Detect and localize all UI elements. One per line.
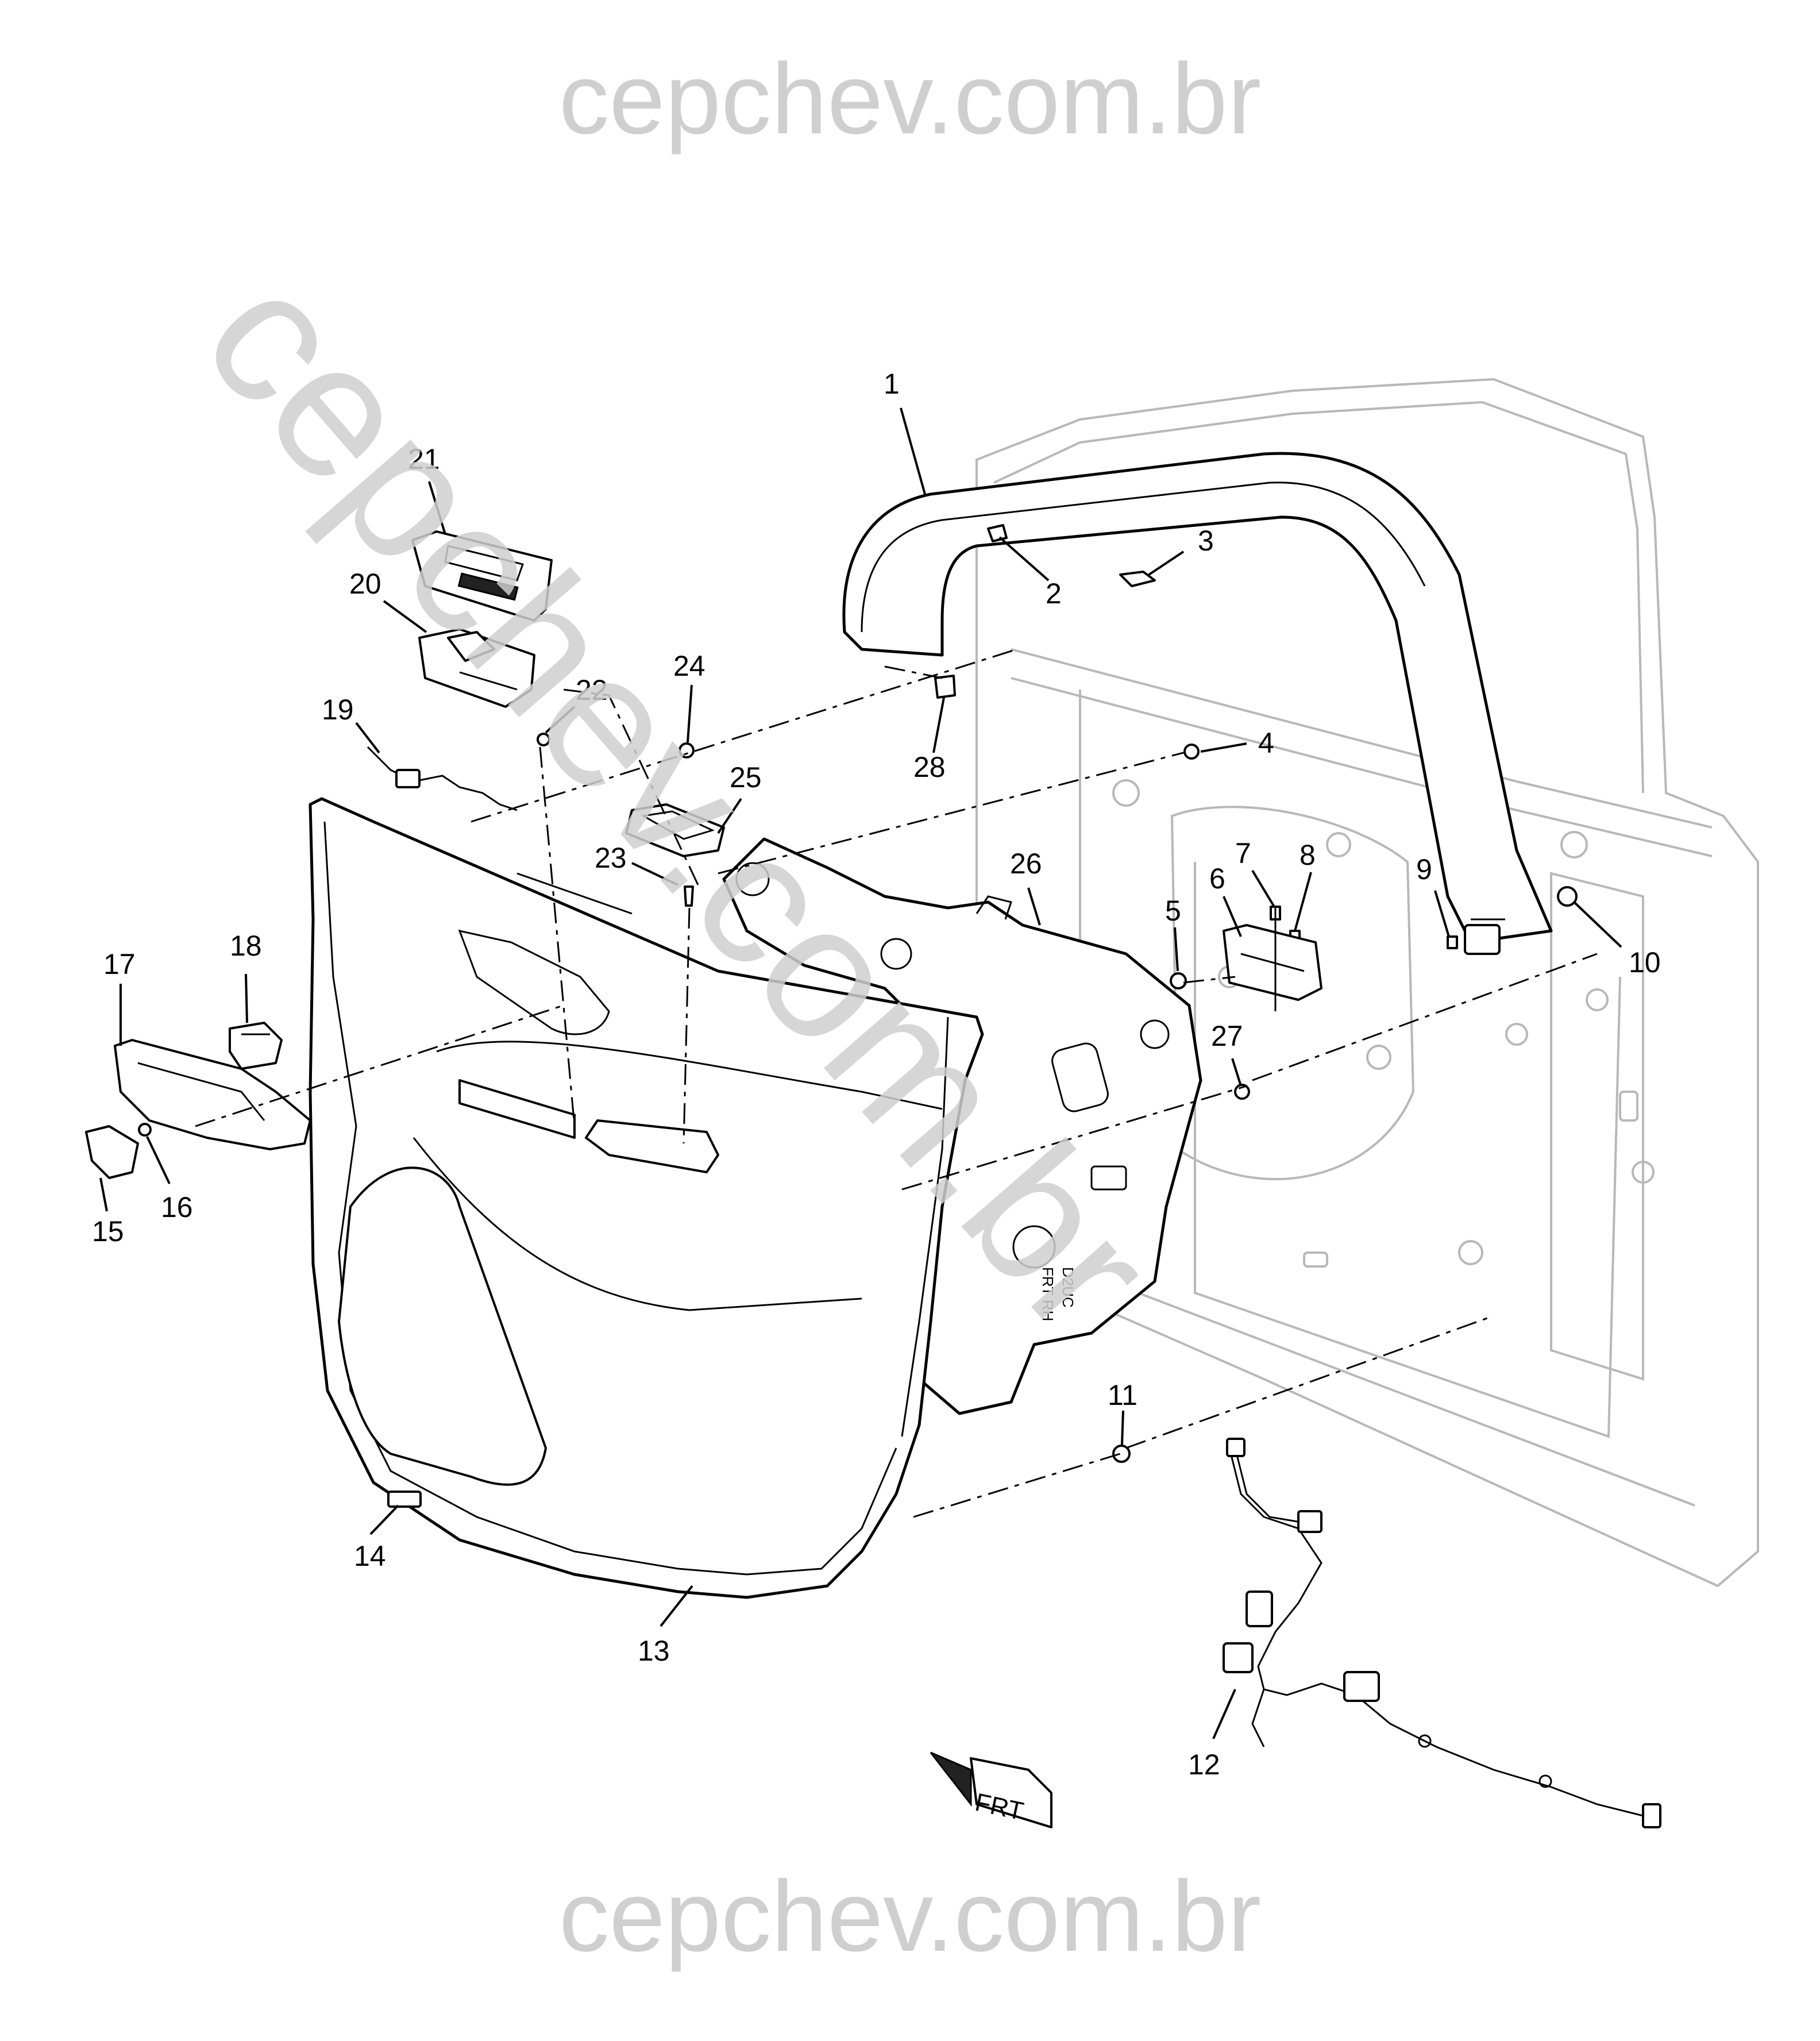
callout-28: 28 (913, 751, 946, 783)
clip-27 (1234, 1084, 1250, 1100)
callout-7: 7 (1235, 837, 1251, 869)
door-trim-panel-13 (309, 797, 984, 1599)
callout-19: 19 (322, 694, 354, 726)
front-direction-arrow: FRT (930, 1751, 1052, 1828)
inside-handle-bezel-17 (114, 1039, 311, 1150)
leader-lines (99, 407, 1622, 1739)
callout-8: 8 (1300, 839, 1316, 871)
callout-15: 15 (92, 1215, 124, 1247)
clip-2 (987, 524, 1008, 542)
callout-10: 10 (1629, 946, 1661, 979)
callout-16: 16 (161, 1191, 193, 1223)
bracket-3 (1119, 571, 1156, 587)
callout-5: 5 (1165, 895, 1181, 927)
callout-6: 6 (1209, 862, 1225, 895)
callout-24: 24 (673, 650, 705, 682)
clip-4 (1183, 744, 1200, 760)
water-deflector-26: FRT RH D2UC (722, 837, 1202, 1415)
callout-3: 3 (1198, 525, 1214, 557)
watermark-bottom: cepchev.com.br (559, 1861, 1261, 1973)
door-marking-line2: D2UC (1059, 1267, 1077, 1308)
pull-cup-25 (625, 803, 725, 857)
wiring-harness-12 (1223, 1438, 1661, 1828)
watermark-top: cepchev.com.br (559, 43, 1261, 155)
callout-27: 27 (1211, 1020, 1243, 1052)
callout-13: 13 (638, 1635, 670, 1667)
callout-14: 14 (354, 1540, 386, 1572)
bolt-5 (1170, 972, 1187, 989)
callout-21: 21 (408, 443, 440, 475)
callout-23: 23 (595, 842, 627, 874)
callout-25: 25 (730, 761, 762, 794)
inside-handle-18 (229, 1022, 283, 1070)
door-marking-line1: FRT RH (1039, 1267, 1056, 1321)
nut-24 (678, 742, 695, 758)
screw-16 (138, 1123, 152, 1137)
cover-15 (85, 1125, 139, 1179)
callout-2: 2 (1046, 577, 1062, 610)
window-switch-20 (418, 628, 535, 708)
callout-12: 12 (1188, 1749, 1220, 1781)
window-switch-bezel-21 (411, 530, 553, 622)
screw-23 (684, 885, 694, 907)
clip-11 (1112, 1445, 1131, 1463)
callout-20: 20 (349, 568, 381, 600)
callout-9: 9 (1416, 853, 1432, 885)
callout-18: 18 (230, 930, 262, 962)
nut-9 (1447, 935, 1458, 949)
grommet-10 (1557, 886, 1578, 907)
clip-22 (537, 733, 550, 746)
callout-1: 1 (884, 368, 900, 400)
callout-11: 11 (1108, 1379, 1138, 1411)
callout-4: 4 (1258, 727, 1274, 759)
window-frame-1 (842, 452, 1553, 955)
assembly-lines (195, 648, 1598, 1518)
callout-numbers: 1 2 3 4 5 6 7 8 9 10 11 12 13 14 15 16 1… (92, 368, 1661, 1781)
callout-22: 22 (576, 674, 608, 706)
harness-19 (367, 746, 518, 811)
callout-17: 17 (103, 948, 136, 980)
retainer-28 (934, 675, 956, 699)
bracket-6 (1223, 908, 1322, 1011)
callout-26: 26 (1010, 848, 1042, 880)
